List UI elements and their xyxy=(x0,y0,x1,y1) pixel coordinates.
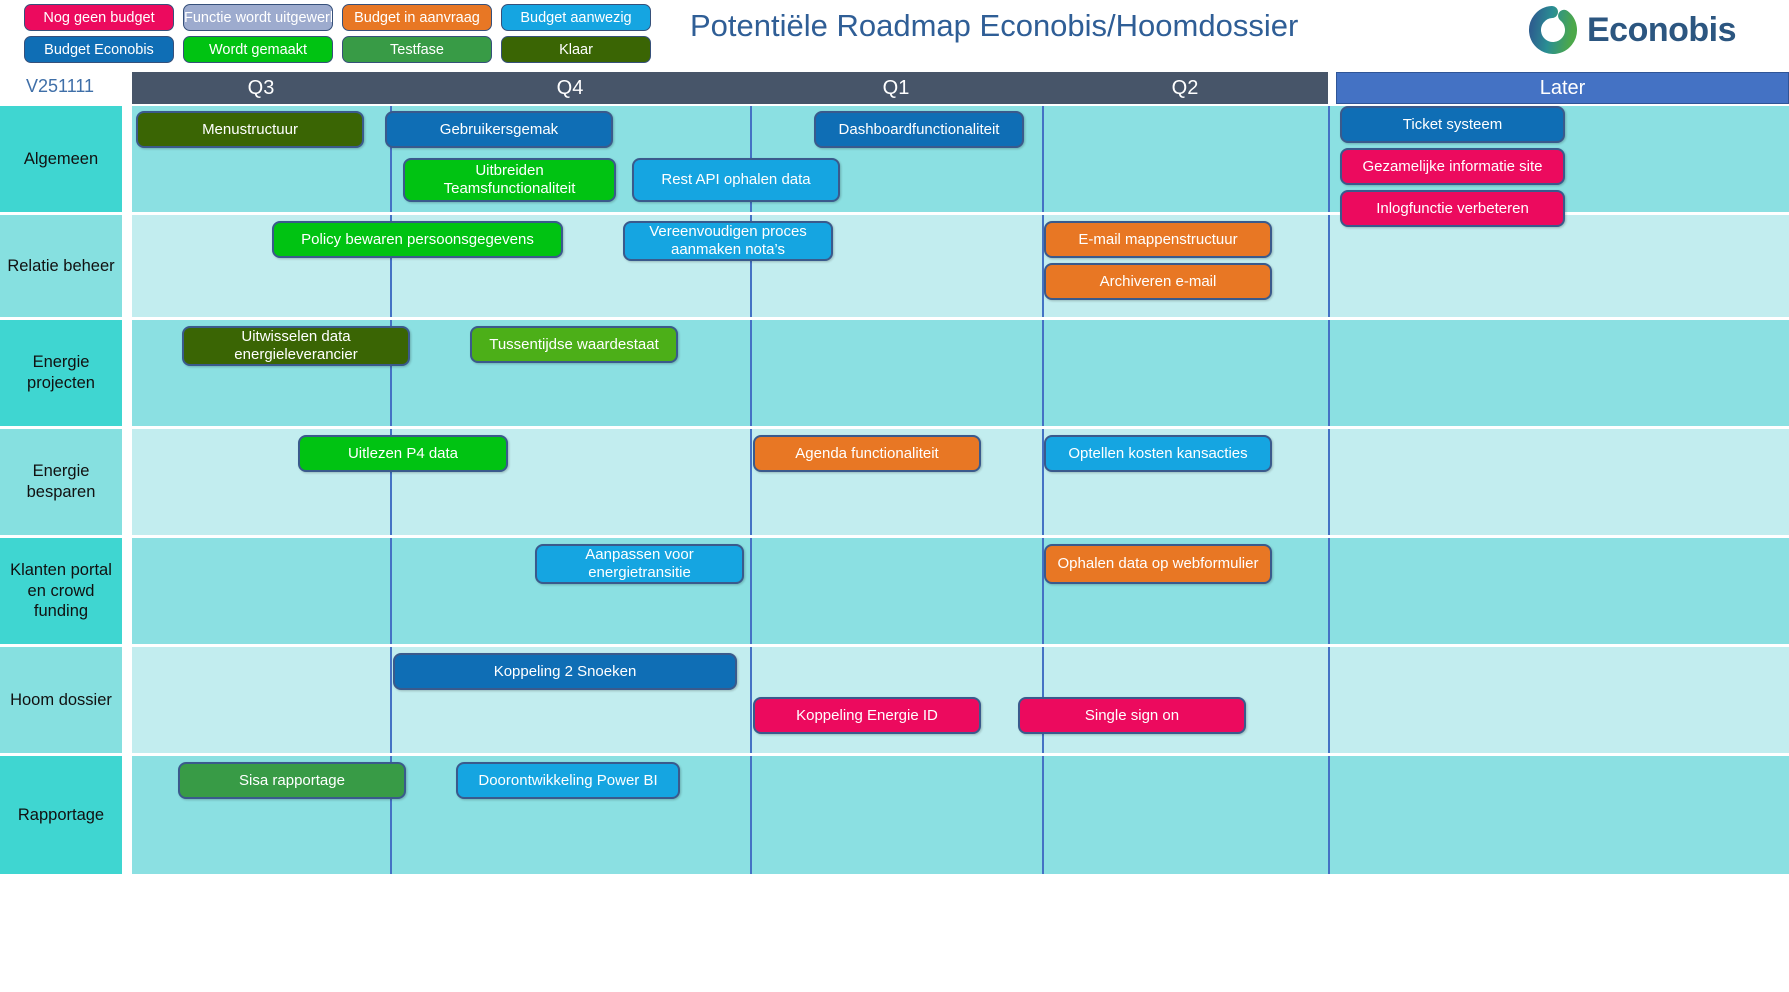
column-divider xyxy=(750,215,752,317)
quarter-header-q1: Q1 xyxy=(750,72,1042,104)
roadmap-card[interactable]: E-mail mappenstructuur xyxy=(1044,221,1272,258)
roadmap-card[interactable]: Doorontwikkeling Power BI xyxy=(456,762,680,799)
lane-background xyxy=(132,756,1789,874)
legend-row: Budget Econobis Wordt gemaakt Testfase Klaa… xyxy=(24,36,684,63)
row-lane: Policy bewaren persoonsgegevens Vereenvou… xyxy=(132,215,1789,317)
column-divider xyxy=(1328,647,1330,753)
column-divider xyxy=(1042,215,1044,317)
roadmap-row: Algemeen Menustructuur Gebruikersgemak Dash… xyxy=(0,106,1789,212)
roadmap-card[interactable]: Policy bewaren persoonsgegevens xyxy=(272,221,563,258)
column-divider xyxy=(390,106,392,212)
legend-chip-klaar: Klaar xyxy=(501,36,651,63)
row-lane: Uitwisselen data energieleverancier Tusse… xyxy=(132,320,1789,426)
lane-background xyxy=(132,538,1789,644)
logo-wordmark: Econobis xyxy=(1587,10,1737,49)
column-divider xyxy=(750,538,752,644)
row-lane: Menustructuur Gebruikersgemak Dashboardfun… xyxy=(132,106,1789,212)
legend-chip-budget-econobis: Budget Econobis xyxy=(24,36,174,63)
column-divider xyxy=(1042,429,1044,535)
column-divider xyxy=(390,215,392,317)
page-title: Potentiële Roadmap Econobis/Hoomdossier xyxy=(690,8,1299,43)
column-divider xyxy=(1328,756,1330,874)
legend-chip-wordt-gemaakt: Wordt gemaakt xyxy=(183,36,333,63)
roadmap-card[interactable]: Rest API ophalen data xyxy=(632,158,840,202)
version-label: V251111 xyxy=(26,76,95,96)
later-card[interactable]: Ticket systeem xyxy=(1340,106,1565,143)
roadmap-row: Rapportage Sisa rapportage Doorontwikkelin… xyxy=(0,756,1789,874)
quarter-header-q3: Q3 xyxy=(132,72,390,104)
roadmap-row: Energie besparen Uitlezen P4 data Agenda f… xyxy=(0,429,1789,535)
legend-chip-budget-in-aanvraag: Budget in aanvraag xyxy=(342,4,492,31)
column-divider xyxy=(1042,106,1044,212)
legend-chip-functie-wordt-uitgewerkt: Functie wordt uitgewerkt xyxy=(183,4,333,31)
column-divider xyxy=(1328,320,1330,426)
column-divider xyxy=(390,756,392,874)
roadmap-card[interactable]: Ophalen data op webformulier xyxy=(1044,544,1272,584)
row-label-energie-projecten: Energie projecten xyxy=(0,320,122,426)
later-card[interactable]: Gezamelijke informatie site xyxy=(1340,148,1565,185)
roadmap-card[interactable]: Archiveren e-mail xyxy=(1044,263,1272,300)
roadmap-card[interactable]: Sisa rapportage xyxy=(178,762,406,799)
row-label-relatie-beheer: Relatie beheer xyxy=(0,215,122,317)
column-divider xyxy=(390,320,392,426)
roadmap-card[interactable]: Uitlezen P4 data xyxy=(298,435,508,472)
column-divider xyxy=(390,647,392,753)
roadmap-card[interactable]: Tussentijdse waardestaat xyxy=(470,326,678,363)
later-column-header: Later xyxy=(1336,72,1789,104)
column-divider xyxy=(750,429,752,535)
quarter-header-q4: Q4 xyxy=(390,72,750,104)
column-divider xyxy=(390,538,392,644)
later-card[interactable]: Inlogfunctie verbeteren xyxy=(1340,190,1565,227)
row-lane: Uitlezen P4 data Agenda functionaliteit Op… xyxy=(132,429,1789,535)
roadmap-grid: Algemeen Menustructuur Gebruikersgemak Dash… xyxy=(0,106,1789,877)
roadmap-card[interactable]: Dashboardfunctionaliteit xyxy=(814,111,1024,148)
column-divider xyxy=(390,429,392,535)
row-label-hoom-dossier: Hoom dossier xyxy=(0,647,122,753)
roadmap-card[interactable]: Agenda functionaliteit xyxy=(753,435,981,472)
roadmap-card[interactable]: Menustructuur xyxy=(136,111,364,148)
column-divider xyxy=(1042,538,1044,644)
row-label-rapportage: Rapportage xyxy=(0,756,122,874)
roadmap-card[interactable]: Uitbreiden Teamsfunctionaliteit xyxy=(403,158,616,202)
column-divider xyxy=(1328,538,1330,644)
legend-chip-budget-aanwezig: Budget aanwezig xyxy=(501,4,651,31)
roadmap-card[interactable]: Single sign on xyxy=(1018,697,1246,734)
legend-chip-testfase: Testfase xyxy=(342,36,492,63)
quarter-header-q2: Q2 xyxy=(1042,72,1328,104)
roadmap-card[interactable]: Koppeling 2 Snoeken xyxy=(393,653,737,690)
roadmap-card[interactable]: Vereenvoudigen proces aanmaken nota’s xyxy=(623,221,833,261)
row-lane: Sisa rapportage Doorontwikkeling Power BI xyxy=(132,756,1789,874)
roadmap-card[interactable]: Uitwisselen data energieleverancier xyxy=(182,326,410,366)
column-divider xyxy=(1042,320,1044,426)
econobis-ring-icon xyxy=(1528,5,1578,55)
column-divider xyxy=(1042,756,1044,874)
roadmap-card[interactable]: Gebruikersgemak xyxy=(385,111,613,148)
econobis-logo: Econobis xyxy=(1528,5,1737,55)
row-label-klanten-portal-en-crowd-funding: Klanten portal en crowd funding xyxy=(0,538,122,644)
legend-chip-nog-geen-budget: Nog geen budget xyxy=(24,4,174,31)
column-divider xyxy=(750,756,752,874)
column-divider xyxy=(750,320,752,426)
roadmap-card[interactable]: Aanpassen voor energietransitie xyxy=(535,544,744,584)
column-divider xyxy=(750,647,752,753)
row-label-energie-besparen: Energie besparen xyxy=(0,429,122,535)
row-lane: Aanpassen voor energietransitie Ophalen d… xyxy=(132,538,1789,644)
column-divider xyxy=(1328,106,1330,212)
roadmap-card[interactable]: Optellen kosten kansacties xyxy=(1044,435,1272,472)
roadmap-card[interactable]: Koppeling Energie ID xyxy=(753,697,981,734)
legend-row: Nog geen budget Functie wordt uitgewerkt B… xyxy=(24,4,684,31)
row-label-algemeen: Algemeen xyxy=(0,106,122,212)
column-divider xyxy=(1328,429,1330,535)
column-divider xyxy=(1328,215,1330,317)
